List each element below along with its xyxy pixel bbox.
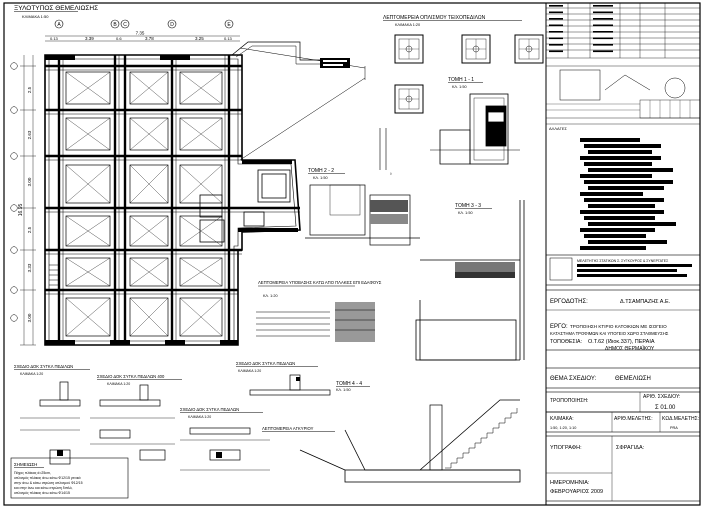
signature-label: ΥΠΟΓΡΑΦΗ: [550, 445, 582, 451]
date-value: ΦΕΒΡΟΥΑΡΙΟΣ 2009 [550, 489, 603, 495]
beam-4-title: ΣΧΕΔΙΟ ΔΟΚ ΣΥΓΚΛ ΠΕΔΙΛΩΝ [236, 361, 295, 366]
section-3-title: ΤΟΜΗ 3 - 3 [455, 203, 481, 209]
location-value-2: ΔΗΜΟΣ ΘΕΡΜΑΪΚΟΥ [605, 345, 655, 352]
designer-label: ΜΕΛΕΤΗΤΗΣ ΣΤΑΤΙΚΩΝ Σ. ΣΥΓΚΟΥΡΟΣ & ΣΥΝΕΡΓ… [577, 259, 669, 263]
beam-1-title: ΣΧΕΔΙΟ ΔΟΚ ΣΥΓΚΛ ΠΕΔΙΛΩΝ [14, 364, 73, 369]
beam-3-title: ΣΧΕΔΙΟ ΔΟΚ ΣΥΓΚΛ ΠΕΔΙΛΩΝ [180, 407, 239, 412]
top-dim-1: 0.13 [50, 36, 59, 41]
top-total-dim: 7.35 [136, 31, 145, 36]
note-line-4: και στην άνω και κάτω στρώση διπλό, [14, 486, 73, 490]
left-total-dim: 16.95 [18, 204, 24, 217]
beam-details: ΣΧΕΔΙΟ ΔΟΚ ΣΥΓΚΛ ΠΕΔΙΛΩΝ ΚΛΙΜΑΚΑ 1:20 ΣΧ… [14, 361, 331, 471]
top-dim-4: 3.78 [145, 36, 154, 41]
top-dim-3: 0.6 [116, 36, 122, 41]
svg-text:E: E [227, 22, 231, 28]
project-value-2: ΚΑΤΑΣΤΗΜΑ ΤΡΟΦΙΜΩΝ ΚΑΙ ΥΠΟΓΕΙΟ ΧΩΡΟ ΣΤΑΘ… [550, 331, 669, 336]
axis-bubble-c: C [120, 19, 130, 29]
note-line-2: οπλισμός πλάκας άνω κάτω Φ12/15 γενικά [14, 476, 81, 480]
scale-value: 1:50, 1:20, 1:10 [550, 426, 576, 430]
code-label: ΚΩΔ.ΜΕΛΕΤΗΣ: [662, 416, 699, 422]
scale-label: ΚΛΙΜΑΚΑ: [550, 416, 574, 422]
foundation-detail-scale: ΚΛΙΜΑΚΑ 1:20 [395, 23, 420, 27]
subject-value: ΘΕΜΕΛΙΩΣΗ [615, 376, 651, 382]
left-dim-3: 3.00 [27, 177, 32, 186]
project-label: ΕΡΓΟ: [550, 324, 568, 330]
title-block: ΑΛΛΑΓΕΣ ΜΕΛΕΤΗΤΗΣ ΣΤΑΤΙΚΩΝ Σ. ΣΥΓΚΟΥΡΟΣ … [545, 2, 701, 506]
top-dim-2: 3.39 [85, 36, 94, 41]
top-dim-6: 0.13 [224, 36, 233, 41]
section-2-title: ΤΟΜΗ 2 - 2 [308, 168, 334, 174]
beam-2-title: ΣΧΕΔΙΟ ΔΟΚ ΣΥΓΚΛ ΠΕΔΙΛΩΝ 400 [97, 374, 165, 379]
project-value-1: ΤΡΟΠΟΙΗΣΗ ΚΤΙΡΙΟ ΚΑΤΟΙΚΙΩΝ ΜΕ ΙΣΟΓΕΙΟ [570, 324, 667, 329]
left-dim-1: 2.5 [27, 86, 32, 93]
section-4-scale: ΚΛ. 1:50 [336, 388, 351, 392]
section-1-title: ΤΟΜΗ 1 - 1 [448, 77, 474, 83]
beam-1-scale: ΚΛΙΜΑΚΑ 1:20 [20, 372, 43, 376]
subject-label: ΘΕΜΑ ΣΧΕΔΙΟΥ: [550, 376, 597, 382]
section-4: ΤΟΜΗ 4 - 4 ΚΛ. 1:50 ΛΕΠΤΟΜΕΡΕΙΑ ΑΓΚΥΡΙΟΥ [262, 381, 521, 483]
note-line-5: οπλισμός πλάκας άνω κάτω Φ14/15 [14, 491, 70, 495]
note-line-3: στην άνω & κάτω στρώση οπλισμού Φ12/15 [14, 481, 83, 485]
section-1-scale: ΚΛ. 1:50 [452, 85, 467, 89]
sheet-no-value: Σ 01.00 [655, 405, 676, 411]
svg-text:C: C [123, 22, 127, 28]
section-3-scale: ΚΛ. 1:50 [458, 211, 473, 215]
study-no-label: ΑΡΙΘ.ΜΕΛΕΤΗΣ: [614, 416, 653, 422]
drain-detail-scale: ΚΛ. 1:20 [263, 294, 278, 298]
client-value: Δ.ΤΣΑΜΠΑΖΗΣ Α.Ε. [620, 299, 671, 305]
revisions-label: ΑΛΛΑΓΕΣ [549, 126, 568, 131]
section-4-title: ΤΟΜΗ 4 - 4 [336, 381, 362, 387]
plan-scale: ΚΛΙΜΑΚΑ 1:50 [22, 14, 49, 19]
notes-title: ΣΗΜΕΙΩΣΗ [14, 462, 37, 467]
notes-box: ΣΗΜΕΙΩΣΗ Πάχος πλάκας d=25cm, οπλισμός π… [10, 457, 129, 499]
code-value: PRA [670, 426, 678, 430]
sheet-no-label: ΑΡΙΘ. ΣΧΕΔΙΟΥ: [643, 394, 680, 400]
beam-3-scale: ΚΛΙΜΑΚΑ 1:20 [188, 415, 211, 419]
svg-text:◊: ◊ [390, 172, 392, 176]
section-3: ΤΟΜΗ 3 - 3 ΚΛ. 1:50 [415, 200, 525, 361]
axis-bubble-a: A [54, 19, 64, 29]
plan-title: ΞΥΛΟΤΥΠΟΣ ΘΕΜΕΛΙΩΣΗΣ [14, 5, 98, 12]
left-dim-4: 2.5 [27, 226, 32, 233]
foundation-detail: ΛΕΠΤΟΜΕΡΕΙΑ ΟΠΛΙΣΜΟΥ ΤΕΙΧΟΠΕΔΙΛΩΝ ΚΛΙΜΑΚ… [320, 15, 544, 176]
drain-detail: ΛΕΠΤΟΜΕΡΕΙΑ ΥΠΟΒΑΣΗΣ ΚΑΤΩ ΑΠΟ ΠΛΑΚΕΣ ΕΠΙ… [256, 280, 382, 342]
foundation-plan: ΞΥΛΟΤΥΠΟΣ ΘΕΜΕΛΙΩΣΗΣ ΚΛΙΜΑΚΑ 1:50 A B C … [10, 5, 366, 346]
section-2-scale: ΚΛ. 1:50 [313, 176, 328, 180]
svg-text:A: A [57, 22, 61, 28]
top-dim-5: 3.25 [195, 36, 204, 41]
stamp-label: ΣΦΡΑΓΙΔΑ: [616, 445, 645, 451]
axis-bubble-e: E [224, 19, 234, 29]
date-label: ΗΜΕΡΟΜΗΝΙΑ: [550, 480, 590, 486]
drain-detail-title: ΛΕΠΤΟΜΕΡΕΙΑ ΥΠΟΒΑΣΗΣ ΚΑΤΩ ΑΠΟ ΠΛΑΚΕΣ ΕΠΙ… [258, 280, 382, 285]
location-value-1: Ο.Τ.62 (Ιδιοκ.337), ΠΕΡΑΙΑ [588, 339, 655, 345]
axis-bubble-d: D [167, 19, 177, 29]
modification-label: ΤΡΟΠΟΠΟΙΗΣΗ: [550, 398, 588, 404]
section-2: ΤΟΜΗ 2 - 2 ΚΛ. 1:50 [305, 168, 420, 246]
beam-2-scale: ΚΛΙΜΑΚΑ 1:20 [107, 382, 130, 386]
left-dim-2: 2.63 [27, 130, 32, 139]
location-label: ΤΟΠΟΘΕΣΙΑ: [550, 339, 582, 345]
client-label: ΕΡΓΟΔΟΤΗΣ: [550, 299, 588, 305]
retaining-detail-title: ΛΕΠΤΟΜΕΡΕΙΑ ΑΓΚΥΡΙΟΥ [262, 426, 314, 431]
axis-bubble-b: B [110, 19, 120, 29]
foundation-detail-title: ΛΕΠΤΟΜΕΡΕΙΑ ΟΠΛΙΣΜΟΥ ΤΕΙΧΟΠΕΔΙΛΩΝ [383, 15, 486, 21]
svg-text:D: D [170, 22, 174, 28]
note-line-1: Πάχος πλάκας d=25cm, [14, 471, 51, 475]
left-dim-6: 3.00 [27, 313, 32, 322]
svg-text:B: B [113, 22, 117, 28]
beam-4-scale: ΚΛΙΜΑΚΑ 1:20 [238, 369, 261, 373]
left-dim-5: 3.33 [27, 263, 32, 272]
